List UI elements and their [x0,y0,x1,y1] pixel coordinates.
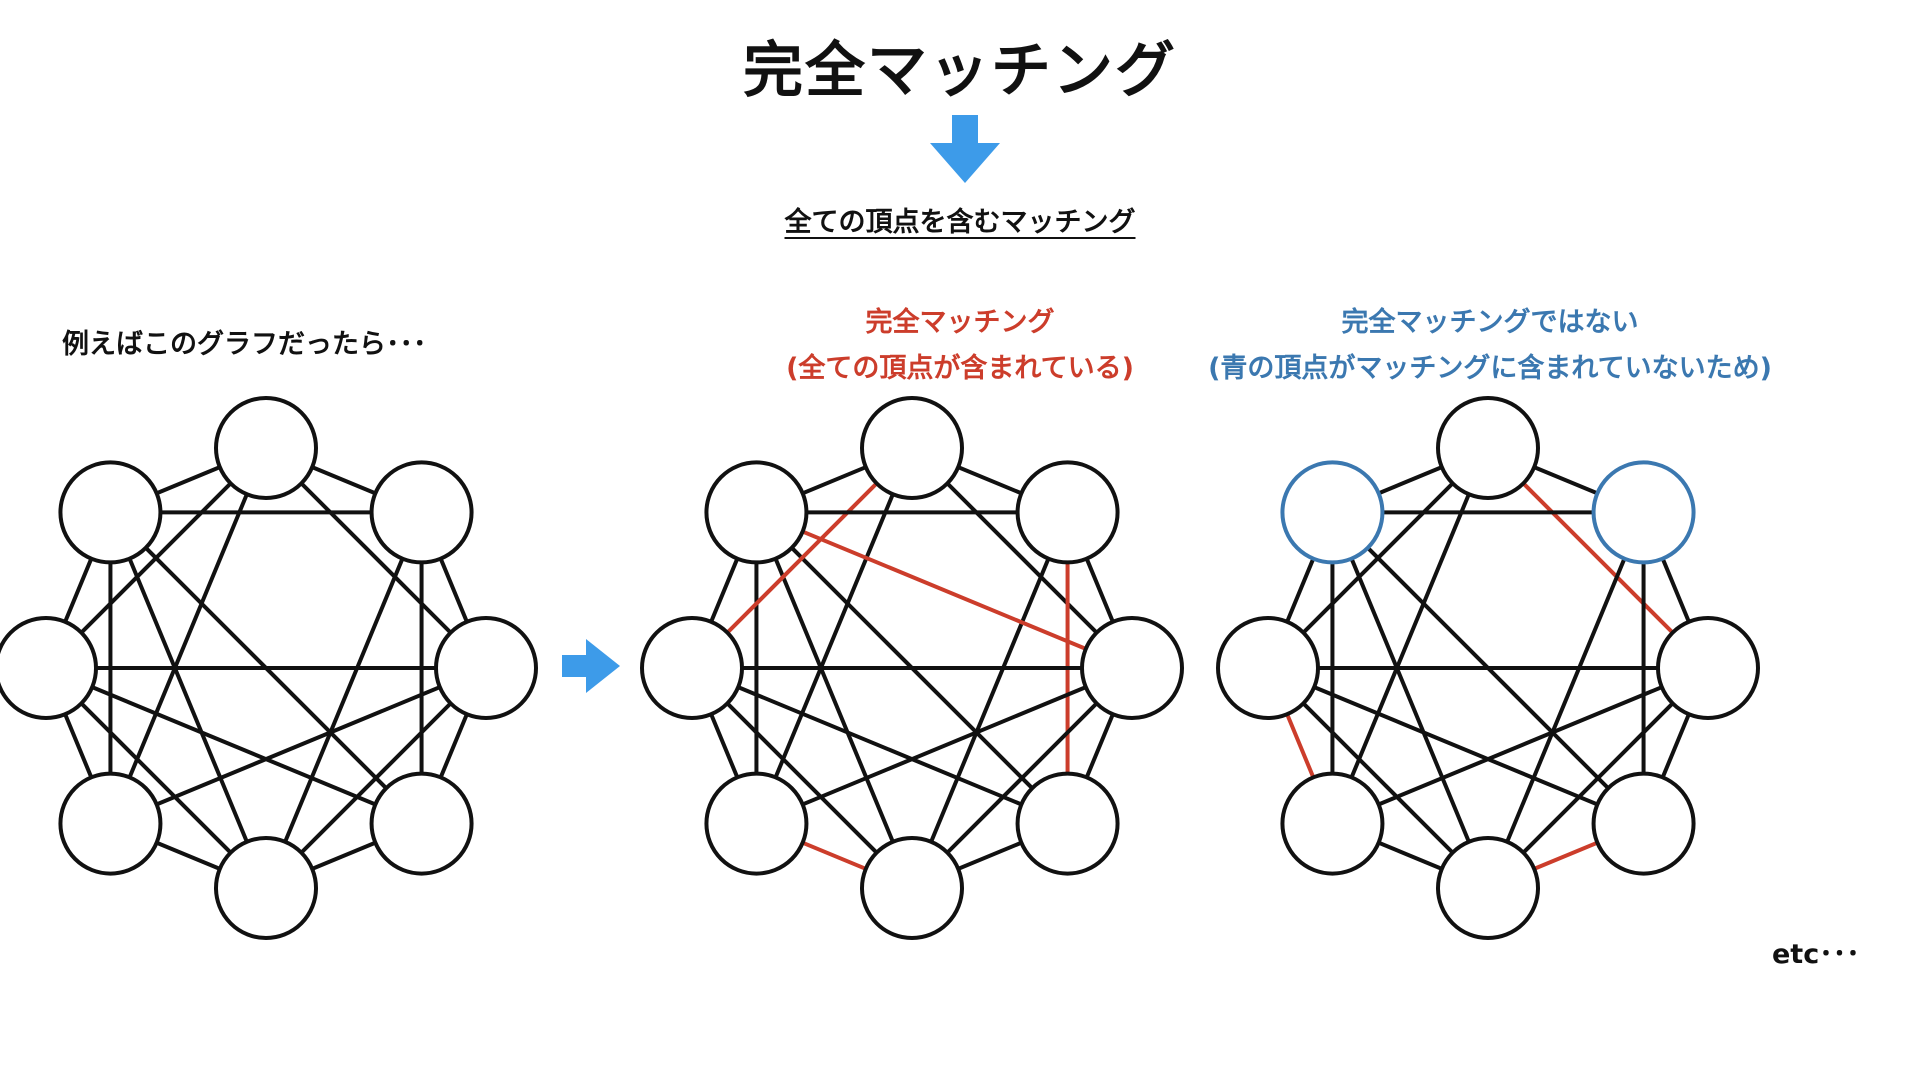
perfect-matching-graph [640,396,1184,940]
arrow-right-icon [562,639,620,693]
graph-edge [264,511,424,889]
graph-edge [910,511,1070,889]
matching-edge [755,510,1133,670]
graph-vertex [369,771,474,876]
graph-vertex [704,771,809,876]
graph-vertex [640,616,744,720]
graph-vertex [434,616,538,720]
non-perfect-matching-label-line2: (青の頂点がマッチングに含まれていないため) [1208,353,1772,384]
graph-vertex [1591,771,1696,876]
graph-vertex [1280,771,1385,876]
graph-vertex [860,836,964,940]
definition-text: 全ての頂点を含むマッチング [784,207,1136,238]
graph-vertex [214,836,318,940]
perfect-matching-label-line1: 完全マッチング [865,307,1055,338]
example-label: 例えばこのグラフだったら･･･ [62,322,427,368]
example-label-text: 例えばこのグラフだったら･･･ [62,329,427,360]
original-graph [0,396,538,940]
graph-vertex [369,460,474,565]
graph-vertex [214,396,318,500]
unmatched-vertex [1280,460,1385,565]
graph-vertex [58,460,163,565]
graph-vertex [1015,771,1120,876]
etc-note: etc･･･ [1772,939,1860,970]
non-perfect-matching-graph [1216,396,1760,940]
non-perfect-matching-label: 完全マッチングではない (青の頂点がマッチングに含まれていないため) [1150,300,1830,392]
graph-vertex [704,460,809,565]
graph-vertex [1080,616,1184,720]
perfect-matching-label: 完全マッチング (全ての頂点が含まれている) [710,300,1210,392]
arrow-down-icon [930,115,1000,183]
page-title: 完全マッチング [743,36,1177,106]
unmatched-vertex [1591,460,1696,565]
graph-vertex [1216,616,1320,720]
perfect-matching-label-line2: (全ての頂点が含まれている) [786,353,1134,384]
graph-vertex [0,616,98,720]
graph-vertex [1436,836,1540,940]
graph-vertex [1656,616,1760,720]
graph-vertex [1436,396,1540,500]
graph-vertex [1015,460,1120,565]
graph-edge [1486,511,1646,889]
non-perfect-matching-label-line1: 完全マッチングではない [1341,307,1639,338]
graph-vertex [860,396,964,500]
graph-vertex [58,771,163,876]
